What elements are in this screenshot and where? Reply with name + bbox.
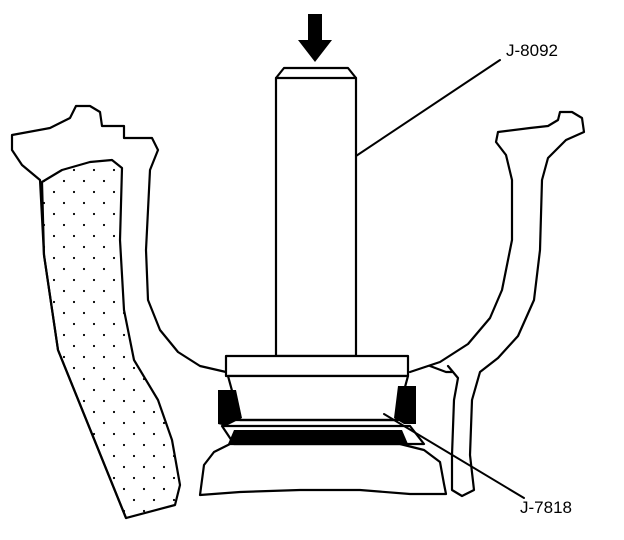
label-upper-tool: J-8092: [506, 41, 558, 60]
bore-base: [198, 442, 448, 497]
leader-upper-tool: [355, 59, 501, 157]
housing-left-section: [40, 158, 182, 520]
housing-right-wall: [408, 110, 586, 498]
housing-right-inner-line: [428, 364, 454, 374]
seal-ring-band: [228, 430, 408, 444]
handle-shaft: [274, 66, 358, 358]
seal-right: [394, 386, 416, 424]
installer-plate: [224, 354, 410, 378]
label-lower-tool: J-7818: [520, 498, 572, 517]
seat-ring: [220, 424, 426, 446]
leader-lower-tool: [383, 413, 525, 499]
arrow-down-icon: [298, 14, 332, 62]
installer-body: [226, 374, 410, 422]
housing-left-wall: [10, 104, 228, 520]
seal-left: [218, 390, 242, 426]
